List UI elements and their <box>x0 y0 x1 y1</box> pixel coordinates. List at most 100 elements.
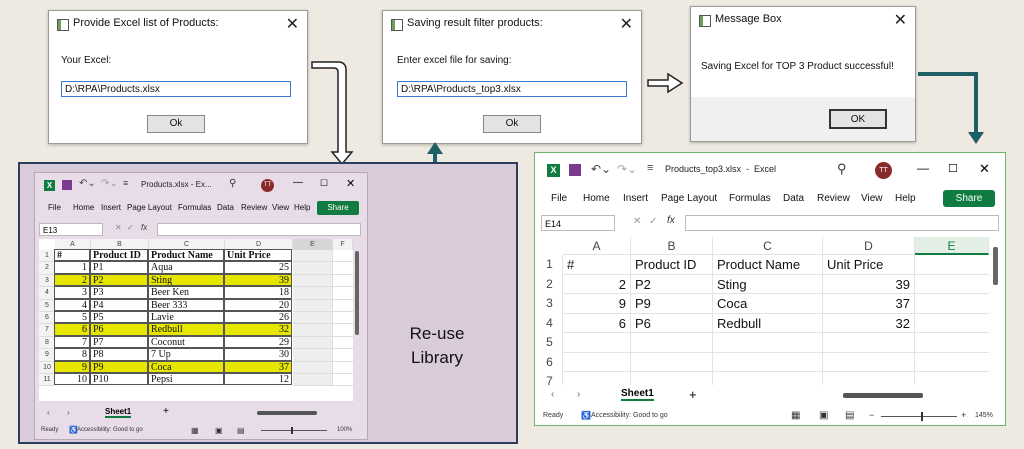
table-cell[interactable] <box>293 287 333 300</box>
ok-button[interactable]: Ok <box>147 115 205 133</box>
zoom-level[interactable]: 145% <box>975 412 993 419</box>
row-header[interactable]: 4 <box>537 313 563 333</box>
table-cell[interactable] <box>631 352 713 372</box>
menu-view[interactable]: View <box>861 193 883 204</box>
close-icon[interactable]: ✕ <box>893 12 907 29</box>
menu-formulas[interactable]: Formulas <box>729 193 771 204</box>
row-header[interactable]: 11 <box>39 374 55 387</box>
scroll-right-icon[interactable]: › <box>67 408 70 417</box>
close-icon[interactable]: ✕ <box>979 161 990 176</box>
close-icon[interactable]: ✕ <box>619 16 633 33</box>
table-cell[interactable]: P9 <box>90 360 148 373</box>
table-cell[interactable] <box>823 372 915 385</box>
table-cell[interactable]: Sting <box>148 273 224 287</box>
table-cell[interactable]: Beer Ken <box>148 286 224 299</box>
zoom-slider[interactable] <box>261 427 327 434</box>
table-cell[interactable]: 6 <box>54 323 90 336</box>
table-cell[interactable]: 30 <box>224 348 292 361</box>
table-cell[interactable]: Product ID <box>90 249 148 262</box>
table-cell[interactable] <box>631 372 713 385</box>
table-cell[interactable]: P5 <box>90 311 148 324</box>
menu-home[interactable]: Home <box>583 193 610 204</box>
undo-icon[interactable]: ↶⌄ <box>79 178 96 189</box>
table-cell[interactable] <box>293 250 333 263</box>
table-cell[interactable]: Product Name <box>713 255 823 275</box>
row-header[interactable]: 2 <box>39 262 55 275</box>
row-header[interactable]: 5 <box>39 299 55 312</box>
menu-page-layout[interactable]: Page Layout <box>661 193 718 204</box>
accessibility-status[interactable]: Accessibility: Good to go <box>77 427 143 433</box>
menu-home[interactable]: Home <box>73 203 95 212</box>
page-break-icon[interactable]: ▤ <box>845 410 855 421</box>
table-cell[interactable] <box>631 333 713 353</box>
column-header[interactable]: C <box>713 237 823 255</box>
table-cell[interactable]: 26 <box>224 311 292 324</box>
menu-formulas[interactable]: Formulas <box>178 203 212 212</box>
row-header[interactable]: 5 <box>537 333 563 353</box>
save-icon[interactable] <box>569 164 581 176</box>
ok-button[interactable]: OK <box>829 109 887 129</box>
row-header[interactable]: 6 <box>537 352 563 372</box>
table-cell[interactable] <box>333 324 353 337</box>
table-cell[interactable]: 18 <box>224 286 292 299</box>
table-cell[interactable]: P4 <box>90 298 148 311</box>
add-sheet-button[interactable]: + <box>689 387 697 402</box>
normal-view-icon[interactable]: ▦ <box>791 410 801 421</box>
menu-help[interactable]: Help <box>895 193 916 204</box>
maximize-icon[interactable]: ☐ <box>948 163 958 175</box>
table-cell[interactable] <box>293 336 333 350</box>
add-sheet-button[interactable]: + <box>163 406 169 417</box>
table-cell[interactable]: P10 <box>90 373 148 386</box>
column-header[interactable]: A <box>563 237 631 255</box>
ok-button[interactable]: Ok <box>483 115 541 133</box>
table-cell[interactable] <box>293 262 333 275</box>
table-cell[interactable] <box>915 294 989 314</box>
table-cell[interactable]: 8 <box>54 348 90 361</box>
menu-data[interactable]: Data <box>783 193 805 204</box>
table-cell[interactable]: Unit Price <box>823 255 915 275</box>
name-box[interactable]: E13 <box>39 223 103 236</box>
column-header[interactable]: E <box>293 239 333 250</box>
menu-review[interactable]: Review <box>241 203 268 212</box>
menu-insert[interactable]: Insert <box>623 193 649 204</box>
confirm-icon[interactable]: ✓ <box>649 216 658 227</box>
menu-insert[interactable]: Insert <box>101 203 122 212</box>
table-cell[interactable]: 37 <box>823 294 915 314</box>
table-cell[interactable]: 3 <box>54 286 90 299</box>
table-cell[interactable]: 9 <box>563 294 631 314</box>
customize-icon[interactable]: ≡ <box>123 178 129 188</box>
table-cell[interactable] <box>333 312 353 325</box>
save-icon[interactable] <box>62 180 72 190</box>
vertical-scrollbar[interactable] <box>993 247 998 285</box>
zoom-out-icon[interactable]: − <box>869 410 875 420</box>
horizontal-scrollbar[interactable] <box>257 411 317 415</box>
sheet-tab-sheet1[interactable]: Sheet1 <box>621 388 654 401</box>
save-path-input[interactable]: D:\RPA\Products_top3.xlsx <box>397 81 627 97</box>
column-header[interactable]: E <box>915 237 989 255</box>
table-cell[interactable]: 10 <box>54 373 90 386</box>
table-cell[interactable] <box>333 287 353 300</box>
table-cell[interactable]: 7 Up <box>148 348 224 361</box>
table-cell[interactable] <box>293 299 333 312</box>
menu-help[interactable]: Help <box>294 203 311 212</box>
table-cell[interactable]: Pepsi <box>148 373 224 386</box>
column-header[interactable]: B <box>91 239 149 250</box>
table-cell[interactable]: Product ID <box>631 255 713 275</box>
redo-icon[interactable]: ↷⌄ <box>617 162 638 176</box>
table-cell[interactable]: 7 <box>54 335 90 349</box>
table-cell[interactable]: Sting <box>713 274 823 294</box>
close-icon[interactable]: ✕ <box>285 16 299 33</box>
zoom-in-icon[interactable]: + <box>961 410 967 420</box>
row-header[interactable]: 3 <box>537 294 563 314</box>
search-icon[interactable]: ⚲ <box>229 178 237 189</box>
page-layout-icon[interactable]: ▣ <box>215 426 223 435</box>
menu-file[interactable]: File <box>48 203 61 212</box>
accessibility-status[interactable]: Accessibility: Good to go <box>591 412 668 419</box>
table-cell[interactable] <box>293 274 333 288</box>
normal-view-icon[interactable]: ▦ <box>191 426 199 435</box>
table-cell[interactable]: 29 <box>224 335 292 349</box>
zoom-slider[interactable] <box>881 412 957 421</box>
maximize-icon[interactable]: ☐ <box>320 178 329 188</box>
table-cell[interactable] <box>915 314 989 333</box>
